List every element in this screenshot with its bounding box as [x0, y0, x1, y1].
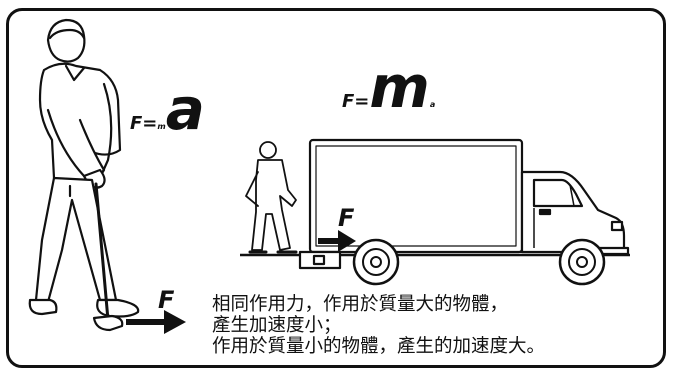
formula-force: F= [342, 91, 370, 112]
truck-front-wheel [558, 238, 606, 286]
formula-large-mass: F=ma [342, 58, 435, 116]
caption-line-2: 產生加速度小； [212, 315, 342, 336]
formula-mass-large: m [369, 53, 430, 121]
golfer-figure [28, 18, 140, 332]
formula-force: F= [130, 113, 158, 134]
caption: 相同作用力，作用於質量大的物體， 產生加速度小； 作用於質量小的物體，產生的加速… [212, 294, 545, 357]
force-arrow-golf [126, 310, 186, 334]
formula-acceleration-small: a [429, 100, 436, 109]
force-label-truck: F [338, 204, 355, 232]
caption-line-1: 相同作用力，作用於質量大的物體， [212, 294, 509, 315]
caption-line-3: 作用於質量小的物體，產生的加速度大。 [212, 336, 546, 357]
pusher-figure [245, 141, 298, 254]
truck-rear-wheel [352, 238, 400, 286]
truck [298, 138, 630, 270]
force-arrow-truck [318, 230, 356, 252]
formula-acceleration-large: a [165, 75, 205, 143]
force-label-golf: F [158, 286, 175, 314]
formula-mass-small: m [157, 122, 166, 131]
formula-small-mass: F=ma [130, 80, 205, 138]
